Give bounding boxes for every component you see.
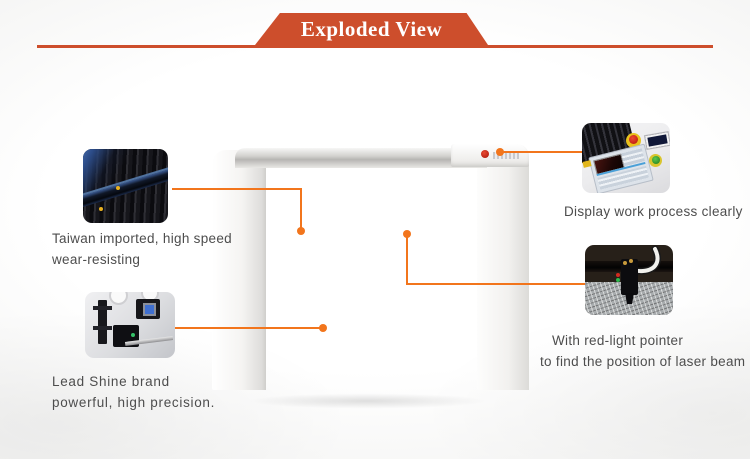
rail-yellow-marker — [99, 207, 103, 211]
laser-head-body — [621, 259, 638, 295]
brass-fitting — [629, 259, 633, 263]
header-banner: Exploded View — [255, 13, 488, 45]
connector-top-right-h — [501, 151, 582, 153]
callout-line: With red-light pointer — [552, 333, 684, 348]
machine-shadow — [197, 390, 537, 412]
laser-nozzle — [625, 293, 634, 304]
connector-dot-top-right — [496, 148, 504, 156]
red-led — [616, 273, 620, 277]
callout-line: to find the position of laser beam — [540, 354, 746, 369]
callout-line: powerful, high precision. — [52, 395, 216, 410]
connector-bottom-right-v — [406, 236, 408, 285]
rail-yellow-marker — [116, 186, 120, 190]
green-button-icon — [652, 156, 660, 164]
machine-right-tower — [477, 148, 529, 390]
motor-bracket — [98, 300, 107, 344]
callout-line: Display work process clearly — [564, 204, 743, 219]
callout-text-top-left: Taiwan imported, high speed wear-resisti… — [52, 228, 252, 270]
connector-dot-bottom-right — [403, 230, 411, 238]
linear-rail-image — [83, 149, 168, 223]
lcd-display — [645, 132, 670, 149]
control-panel-image — [582, 123, 670, 193]
connector-dot-bottom-left — [319, 324, 327, 332]
page-title: Exploded View — [300, 17, 443, 41]
callout-line: wear-resisting — [52, 252, 141, 267]
motor-bracket-tab — [93, 326, 112, 330]
connector-top-left-v — [300, 188, 302, 230]
machine-upper-panel — [260, 162, 482, 232]
callout-line: Lead Shine brand — [52, 374, 170, 389]
stepper-motor-image — [85, 292, 175, 358]
motor-lens — [143, 303, 156, 316]
motor-green-led — [131, 333, 135, 337]
laser-machine-illustration — [197, 144, 537, 416]
header-underline — [37, 45, 713, 48]
connector-bottom-left-h — [174, 327, 322, 329]
connector-dot-top-left — [297, 227, 305, 235]
machine-control-console — [451, 144, 529, 167]
connector-bottom-right-h — [406, 283, 585, 285]
machine-left-pillar — [212, 150, 266, 390]
callout-text-bottom-right: With red-light pointer to find the posit… — [540, 330, 750, 372]
machine-top-lid — [235, 148, 487, 168]
callout-line: Taiwan imported, high speed — [52, 231, 232, 246]
callout-text-bottom-left: Lead Shine brand powerful, high precisio… — [52, 371, 272, 413]
green-led — [616, 278, 620, 282]
connector-top-left-h — [172, 188, 302, 190]
console-keypad — [493, 152, 519, 159]
laser-head-image — [585, 245, 673, 315]
brass-fitting — [623, 261, 627, 265]
estop-button-icon — [629, 135, 638, 144]
callout-text-top-right: Display work process clearly — [564, 201, 749, 222]
motor-plate-hole — [109, 292, 128, 305]
emergency-stop-button — [481, 150, 489, 158]
motor-bracket-tab — [93, 306, 112, 310]
